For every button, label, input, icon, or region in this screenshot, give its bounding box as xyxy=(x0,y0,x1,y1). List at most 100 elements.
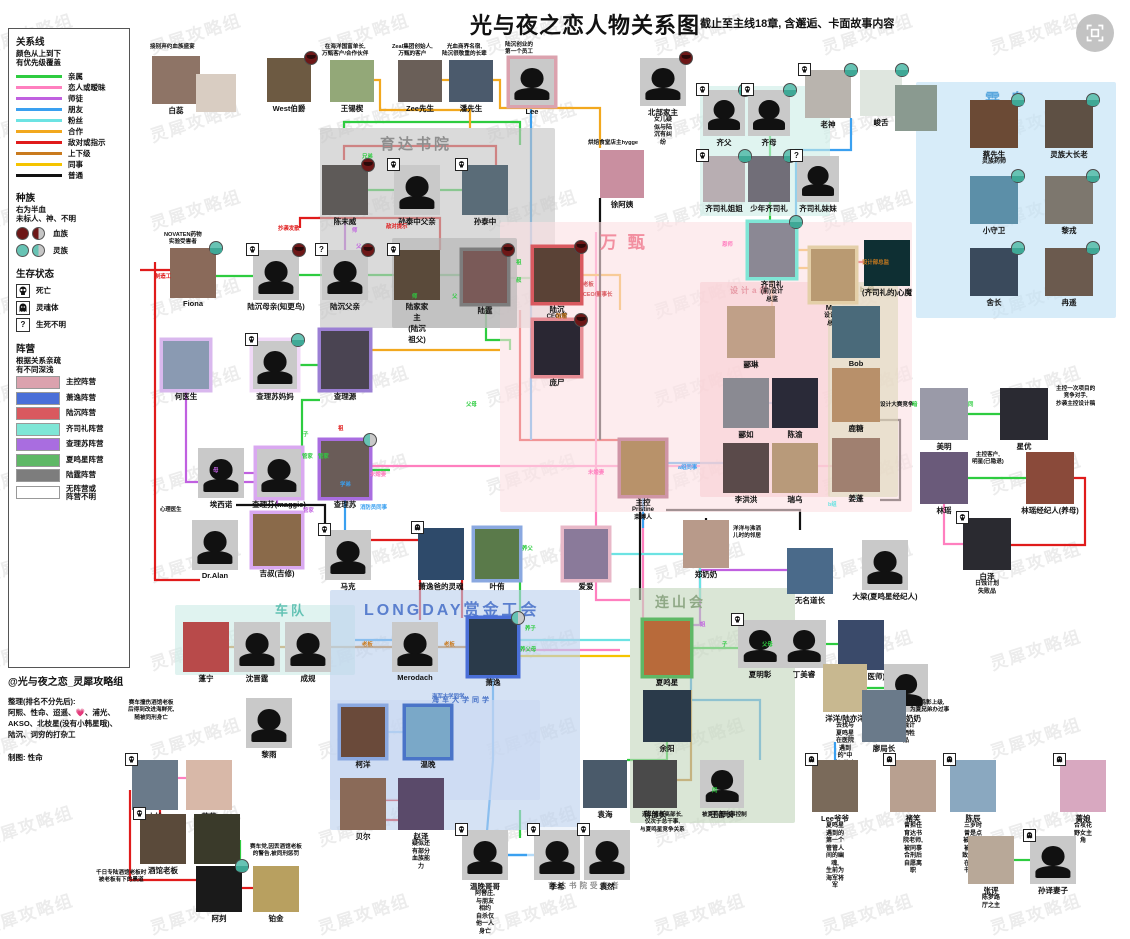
character-node-leeyeye[interactable]: Lee爷爷夏鸣星遇到的第一个 管管人间的幽魂, 生前为海军将军 xyxy=(805,753,858,889)
character-node-meiming[interactable]: 美明 xyxy=(920,388,968,451)
character-node-xiaoshouwei[interactable]: 小守卫 xyxy=(970,169,1025,235)
character-node-feifei[interactable]: 菲菲 xyxy=(186,760,232,821)
character-node-lee[interactable]: Lee xyxy=(509,58,555,116)
character-node-xiamingxing[interactable]: 夏鸣星 xyxy=(643,620,691,687)
character-node-panxs[interactable]: 潘先生 xyxy=(449,60,493,113)
character-node-bairui[interactable]: 白蕊 xyxy=(152,56,200,115)
character-node-luchenfather[interactable]: 陆沉父亲? xyxy=(315,243,375,311)
character-node-xiaobai[interactable]: 小柏 xyxy=(125,753,178,821)
character-node-wenwangege[interactable]: 温晚哥哥阿替庄, 与朋友相约 自杀仅他一人身亡 xyxy=(455,823,508,935)
character-node-linning[interactable]: 蓬宁 xyxy=(183,622,229,683)
character-node-luting[interactable]: 陆霆 xyxy=(462,243,515,315)
character-node-laoshen[interactable]: 老神 xyxy=(798,63,858,129)
character-node-lilin[interactable]: 郦琳 xyxy=(727,306,775,369)
character-node-ranyao[interactable]: 冉遥 xyxy=(1045,241,1100,307)
character-node-chenyu[interactable]: 陈渝 xyxy=(772,378,818,439)
character-node-sunfather[interactable]: 孙泰中父亲 xyxy=(387,158,440,226)
character-node-dralan[interactable]: Dr.Alan xyxy=(192,520,238,580)
character-node-laobanniang[interactable]: 老板娘 xyxy=(194,814,240,875)
character-node-jiangbuzhang[interactable]: 蒋部长 xyxy=(633,760,677,819)
character-node-lingzudazhanglao[interactable]: 灵族大长老 xyxy=(1045,93,1100,159)
character-node-make[interactable]: 马克 xyxy=(318,523,371,591)
character-node-wenwan[interactable]: 温晚 xyxy=(405,706,451,769)
character-node-beibu[interactable]: 北部家主女儿疑似与陆沉有纠纷 xyxy=(640,51,693,146)
character-node-liaobuzhang[interactable]: 廖局长 xyxy=(862,690,906,753)
character-node-jiuguanlaoban[interactable]: 酒馆老板 xyxy=(133,807,186,875)
character-node-daliang[interactable]: 大梁(夏鸣星经纪人) xyxy=(853,540,918,601)
character-node-shaonianqisili[interactable]: 少年齐司礼 xyxy=(748,149,797,213)
character-node-yuanran[interactable]: 袁然 xyxy=(577,823,630,891)
character-node-shezhang[interactable]: 舍长 xyxy=(970,241,1025,307)
character-node-lutang[interactable]: 鹿糖 xyxy=(832,368,880,433)
character-node-chengkui[interactable]: 成规 xyxy=(285,622,331,683)
character-node-heyisheng[interactable]: 何医生 xyxy=(162,340,210,401)
character-node-aixinuo[interactable]: 埃西诺 xyxy=(198,448,244,509)
character-node-luchenmother[interactable]: 陆沉母亲(知更鸟) xyxy=(246,243,306,311)
character-node-chalifen[interactable]: 查理芬(maggie) xyxy=(252,448,306,509)
character-node-qiaoshe2[interactable] xyxy=(895,85,937,131)
character-node-bojin[interactable]: 铂金 xyxy=(253,866,299,923)
character-node-jiangpeng[interactable]: 姜蓬 xyxy=(832,438,880,503)
character-node-merodach[interactable]: Merodach xyxy=(392,622,438,682)
character-node-suntaizhong[interactable]: 孙泰中 xyxy=(455,158,508,226)
character-node-yeyou[interactable]: 叶侑 xyxy=(474,528,520,591)
character-node-wangxiqi[interactable]: 王锡楔 xyxy=(330,60,374,113)
character-node-zhengnainai[interactable]: 郑奶奶 xyxy=(683,520,729,579)
character-node-zee[interactable]: Zee先生 xyxy=(398,60,442,113)
character-node-xuayi[interactable]: 徐阿姨 xyxy=(600,150,644,209)
character-node-bairui2[interactable] xyxy=(196,74,236,112)
character-node-jishu[interactable]: 吉叔(吉修) xyxy=(252,513,302,578)
character-node-liyu[interactable]: 黎雨 xyxy=(246,698,292,759)
character-node-chalisu[interactable]: 查理苏 xyxy=(320,433,377,509)
character-node-yuanhai[interactable]: 袁海 xyxy=(583,760,627,819)
character-node-liru[interactable]: 郦如 xyxy=(723,378,769,439)
character-node-qisilijiejie[interactable]: 齐司礼姐姐 xyxy=(696,149,752,213)
character-node-west[interactable]: West伯爵 xyxy=(267,51,318,113)
character-node-caixs[interactable]: 蔡先生灵族药师 xyxy=(970,93,1025,165)
character-node-xiaoyibadelinghun[interactable]: 萧逸爸的灵魂 xyxy=(411,521,464,591)
character-node-aiai[interactable]: 爱爱 xyxy=(563,528,609,591)
character-node-linyaojingjiren[interactable]: 林瑶经纪人(养母) xyxy=(1021,452,1079,515)
character-node-mya[interactable]: Mya设计部总监 xyxy=(810,248,856,327)
character-node-wangbuzhang[interactable]: 王部长 xyxy=(700,760,744,819)
character-node-beier[interactable]: 贝尔 xyxy=(340,778,386,841)
character-node-chaliyuan[interactable]: 查理源 xyxy=(320,330,370,401)
character-node-keyang[interactable]: 柯洋 xyxy=(340,706,386,769)
character-node-zhaoze[interactable]: 赵泽疑似还有部分血族能力 xyxy=(398,778,444,870)
character-node-baize[interactable]: 白泽日蚀计划失败品 xyxy=(956,511,1011,595)
character-node-jixi[interactable]: 季希 xyxy=(527,823,580,891)
character-node-chenchen[interactable]: 陈辰三岁时曾是点被校友, 被同刑致/所有; 在育达书院逗害 xyxy=(943,753,996,882)
fullscreen-icon[interactable] xyxy=(1076,14,1114,52)
character-node-dingmeirui[interactable]: 丁美睿 xyxy=(782,620,826,679)
character-node-zhangping[interactable]: 张评陈梦路厅之主 xyxy=(968,836,1014,909)
character-node-qifu[interactable]: 齐父 xyxy=(696,83,752,147)
character-node-ruiwu[interactable]: 瑞乌 xyxy=(772,443,818,504)
character-node-xiaoyi[interactable]: 萧逸 xyxy=(468,611,525,687)
character-node-shenjinting[interactable]: 沈晋霆 xyxy=(234,622,280,683)
character-node-chalisumama[interactable]: 查理苏妈妈 xyxy=(245,333,305,401)
character-node-bob[interactable]: Bob xyxy=(832,306,880,368)
character-node-qisilimeimei[interactable]: 齐司礼妹妹? xyxy=(790,149,839,213)
character-node-fiona[interactable]: Fiona xyxy=(170,241,223,308)
character-node-kdoctor[interactable]: K(夏鸣星医师) xyxy=(837,620,885,681)
character-node-chenwewei[interactable]: 陈未威 xyxy=(322,158,375,226)
character-node-qimu[interactable]: 齐母 xyxy=(741,83,797,147)
character-node-xiamingzhang[interactable]: 夏明彰 xyxy=(731,613,782,679)
character-node-wumingdaozhang[interactable]: 无名道长 xyxy=(787,548,833,605)
character-node-ajue[interactable]: 阿刿 xyxy=(196,859,249,923)
character-node-chuxiao[interactable]: 褚笑曾担任育达书院老师, 被同事合刑后自愿离职 xyxy=(883,753,936,874)
character-node-linyao[interactable]: 林瑶 xyxy=(920,452,968,515)
character-node-xingyou[interactable]: 星优 xyxy=(1000,388,1048,451)
character-node-yuyang[interactable]: 余阳 xyxy=(643,690,691,753)
character-node-lirong[interactable]: 黎戎 xyxy=(1045,169,1100,235)
character-node-lihonghong[interactable]: 李洪洪 xyxy=(723,443,769,504)
character-node-qisili[interactable]: 齐司礼(前)设计总监 xyxy=(748,215,803,303)
character-node-qiangniang[interactable]: 蔷娘合攻花野女主角 xyxy=(1053,753,1106,844)
character-node-sunyiqizi[interactable]: 孙译妻子 xyxy=(1023,829,1076,895)
character-node-qisilixinma[interactable]: (齐司礼的)心魔 xyxy=(862,240,912,297)
character-node-lujiazhu[interactable]: 陆家家主 (陆沉祖父) xyxy=(387,243,440,344)
character-node-lushi[interactable]: 庞尸 xyxy=(533,313,588,387)
